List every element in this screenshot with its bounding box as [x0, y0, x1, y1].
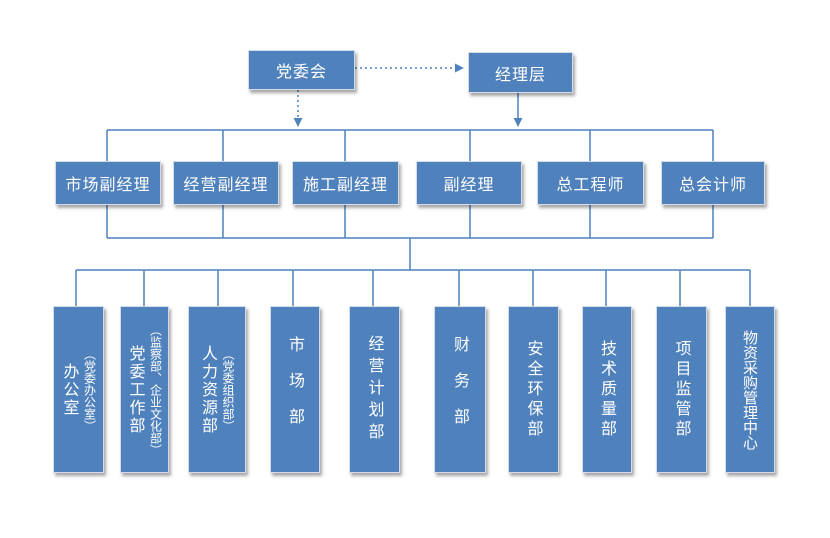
- deputy-box: 市场副经理: [55, 161, 161, 205]
- department-sub-label: （监察部、企业文化部）: [148, 323, 163, 456]
- department-label: 安全环保部: [524, 339, 544, 440]
- department-label: 技术质量部: [598, 339, 617, 440]
- party-committee-box: 党委会: [248, 50, 355, 90]
- department-label: 办公室: [60, 362, 80, 417]
- department-box: 安全环保部: [508, 306, 559, 473]
- department-box: 项目监管部: [656, 306, 707, 473]
- department-label: 人力资源部: [199, 344, 218, 435]
- department-label: 财务部: [451, 335, 470, 444]
- department-box: （党委组织部） 人力资源部: [188, 306, 246, 473]
- department-label: 项目监管部: [672, 339, 692, 440]
- department-label: 物资采购管理中心: [741, 329, 759, 450]
- deputy-box: 总会计师: [661, 161, 765, 205]
- department-box: （监察部、企业文化部） 党委工作部: [120, 306, 169, 473]
- manager-layer-box: 经理层: [468, 52, 573, 93]
- department-sub-label: （党委组织部）: [221, 347, 235, 432]
- deputy-box: 总工程师: [537, 161, 644, 205]
- deputy-box: 副经理: [416, 161, 522, 205]
- department-box: 物资采购管理中心: [725, 306, 775, 473]
- department-box: （党委办公室） 办公室: [53, 306, 104, 473]
- department-label: 党委工作部: [126, 344, 146, 435]
- department-box: 市场部: [270, 306, 320, 473]
- department-bus: [75, 269, 751, 306]
- department-sub-label: （党委办公室）: [82, 347, 97, 432]
- deputy-box: 施工副经理: [292, 161, 399, 205]
- deputy-bus-bottom: [106, 205, 714, 270]
- department-box: 财务部: [434, 306, 486, 473]
- deputy-bus-top: [106, 129, 714, 161]
- department-label: 市场部: [286, 335, 305, 444]
- deputy-box: 经营副经理: [173, 161, 279, 205]
- department-box: 经营计划部: [349, 306, 400, 473]
- department-box: 技术质量部: [582, 306, 632, 473]
- department-label: 经营计划部: [365, 334, 385, 445]
